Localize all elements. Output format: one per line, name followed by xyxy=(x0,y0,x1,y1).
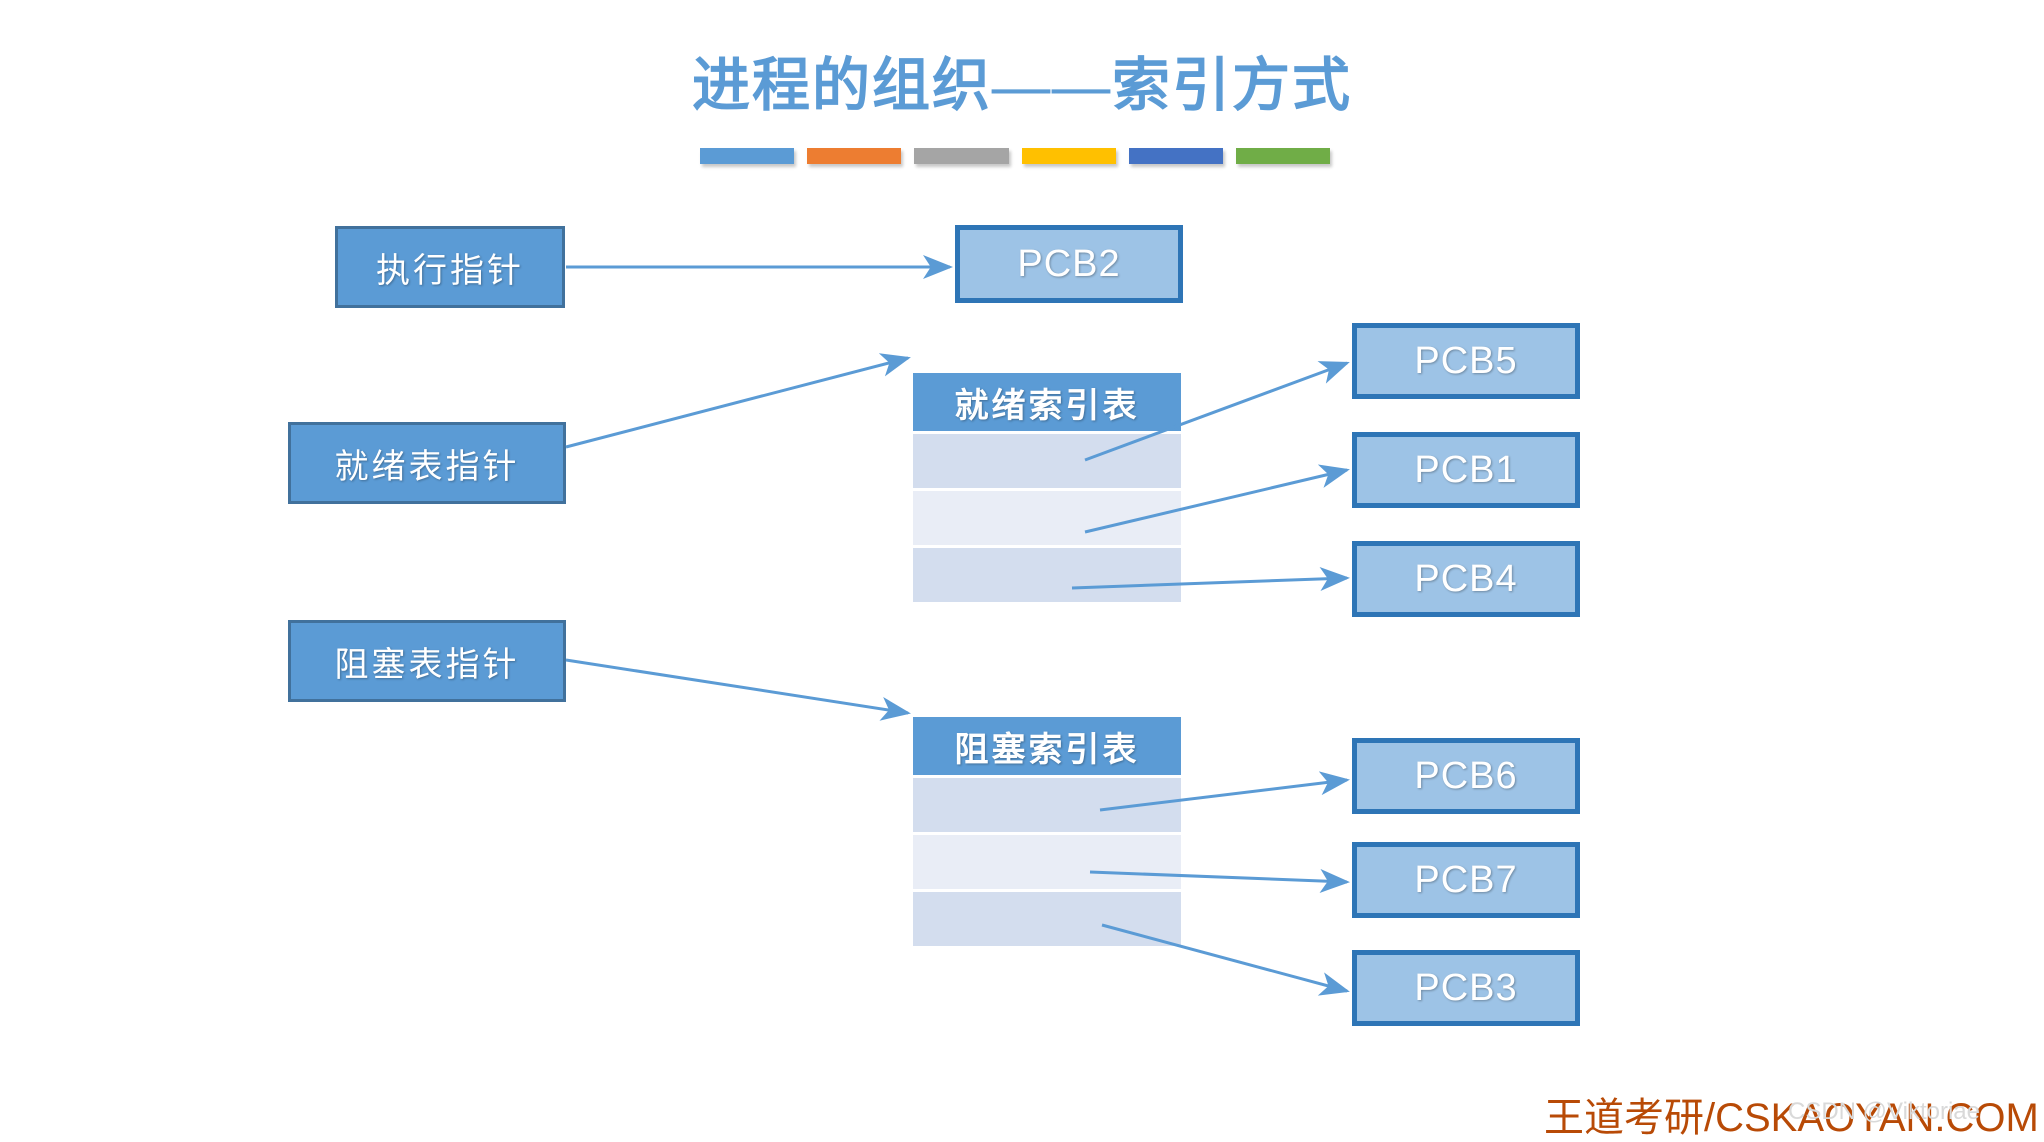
blocked-pointer-label: 阻塞表指针 xyxy=(334,646,520,684)
ready-pointer-box[interactable]: 就绪表指针 xyxy=(288,422,566,504)
arrow-blocked-pointer-to-table xyxy=(565,658,911,721)
blocked-index-table: 阻塞索引表 xyxy=(913,717,1181,946)
ready-pointer-label: 就绪表指针 xyxy=(334,448,520,486)
pcb-label: PCB6 xyxy=(1414,754,1518,797)
accent-bar-gray xyxy=(914,148,1009,164)
footer-watermark: CSDN @Viktoriae xyxy=(1788,1098,1980,1125)
page-title: 进程的组织——索引方式 xyxy=(691,53,1352,118)
blocked-index-table-header: 阻塞索引表 xyxy=(913,717,1181,775)
accent-bar-dark-blue xyxy=(1128,148,1223,164)
pcb-box-ready-1[interactable]: PCB1 xyxy=(1352,432,1580,508)
pcb-label: PCB2 xyxy=(1017,242,1121,285)
pcb-box-ready-2[interactable]: PCB4 xyxy=(1352,541,1580,617)
blocked-pointer-box[interactable]: 阻塞表指针 xyxy=(288,620,566,702)
exec-pointer-box[interactable]: 执行指针 xyxy=(335,226,565,308)
pcb-label: PCB5 xyxy=(1414,339,1518,382)
accent-bar-green xyxy=(1235,148,1331,164)
ready-index-table-header: 就绪索引表 xyxy=(913,373,1181,431)
table-row[interactable] xyxy=(913,434,1181,488)
pcb-box-blocked-2[interactable]: PCB3 xyxy=(1352,950,1580,1026)
table-row[interactable] xyxy=(913,778,1181,832)
pcb-box-ready-0[interactable]: PCB5 xyxy=(1352,323,1580,399)
pcb-label: PCB4 xyxy=(1414,557,1518,600)
accent-bar-yellow xyxy=(1021,148,1116,164)
pcb-label: PCB1 xyxy=(1414,448,1518,491)
pcb-box-running[interactable]: PCB2 xyxy=(955,225,1183,303)
pcb-box-blocked-0[interactable]: PCB6 xyxy=(1352,738,1580,814)
pcb-label: PCB7 xyxy=(1414,858,1518,901)
ready-index-table: 就绪索引表 xyxy=(913,373,1181,602)
table-row[interactable] xyxy=(913,835,1181,889)
accent-bar-strip xyxy=(700,148,1331,164)
accent-bar-orange xyxy=(807,148,902,164)
accent-bar-blue xyxy=(700,148,795,164)
exec-pointer-label: 执行指针 xyxy=(376,252,524,290)
table-row[interactable] xyxy=(913,548,1181,602)
pcb-box-blocked-1[interactable]: PCB7 xyxy=(1352,842,1580,918)
pcb-label: PCB3 xyxy=(1414,966,1518,1009)
table-row[interactable] xyxy=(913,892,1181,946)
table-row[interactable] xyxy=(913,491,1181,545)
arrow-ready-pointer-to-table xyxy=(565,353,911,449)
footer-brand: 王道考研/CSKAOYAN.COM xyxy=(1544,1096,2039,1140)
